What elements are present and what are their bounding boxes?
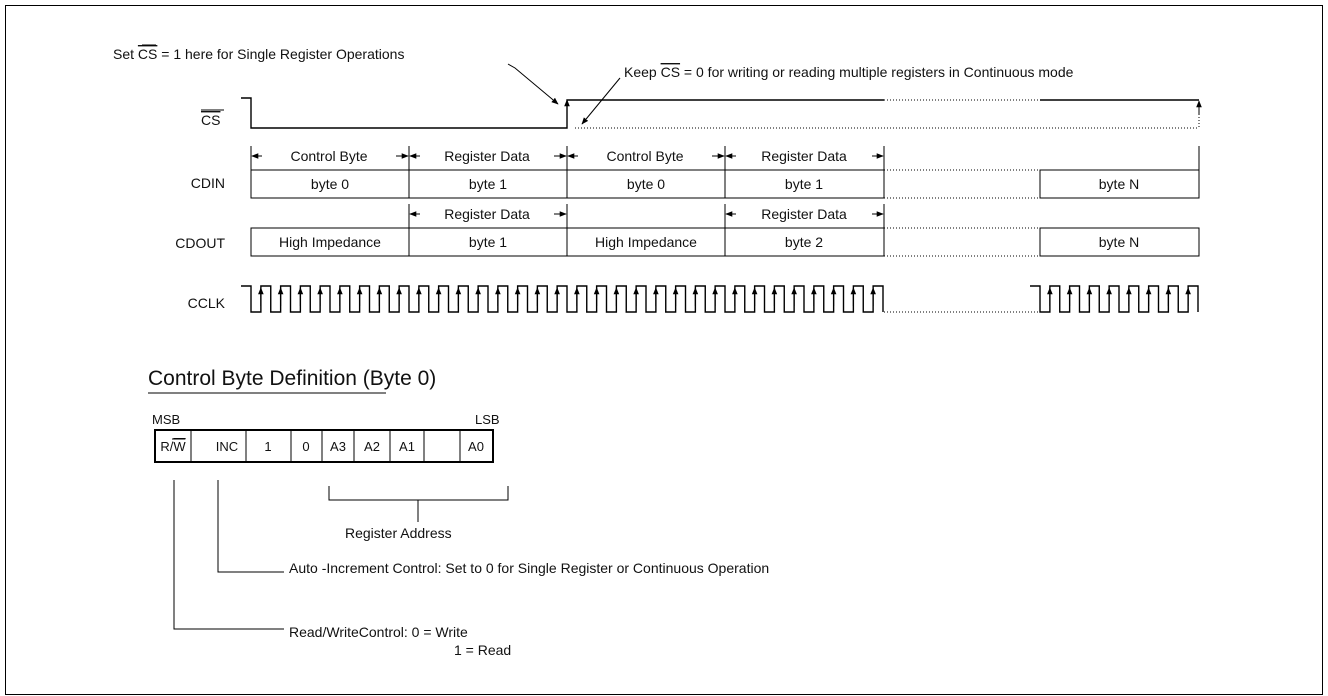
rw-description-line1: Read/WriteControl: 0 = Write bbox=[289, 624, 468, 640]
cclk-waveform bbox=[241, 285, 1199, 313]
cdout-byte-0: High Impedance bbox=[279, 234, 381, 250]
bit-a1: A1 bbox=[399, 439, 415, 454]
cdin-byte-2: byte 0 bbox=[627, 176, 665, 192]
cdin-header-3: Register Data bbox=[761, 148, 847, 164]
bit-a0: A0 bbox=[468, 439, 484, 454]
cdin-header-1: Register Data bbox=[444, 148, 530, 164]
cclk-pulse-train-tail bbox=[1030, 285, 1199, 313]
cdin-byte-1: byte 1 bbox=[469, 176, 507, 192]
inc-leader bbox=[217, 480, 284, 573]
control-byte-title: Control Byte Definition (Byte 0) bbox=[148, 367, 436, 390]
rw-description-line2: 1 = Read bbox=[454, 642, 511, 658]
single-register-note: Set CS = 1 here for Single Register Oper… bbox=[113, 46, 404, 62]
cdin-section-headers: Control Byte Register Data Control Byte … bbox=[250, 146, 1200, 170]
register-address-label: Register Address bbox=[345, 525, 452, 541]
cdout-section-headers: Register Data Register Data bbox=[408, 204, 885, 228]
register-address-bracket bbox=[328, 486, 509, 522]
bit-5: 0 bbox=[302, 439, 309, 454]
cdout-signal-label: CDOUT bbox=[175, 235, 225, 251]
bit-rw: R/W bbox=[160, 439, 186, 454]
inc-description: Auto -Increment Control: Set to 0 for Si… bbox=[289, 560, 769, 576]
cdout-header-1: Register Data bbox=[761, 206, 847, 222]
lsb-label: LSB bbox=[475, 412, 500, 427]
cdin-signal-label: CDIN bbox=[191, 175, 225, 191]
cdin-row: byte 0 byte 1 byte 0 byte 1 byte N bbox=[250, 169, 1200, 199]
single-register-pointer bbox=[507, 63, 559, 105]
bit-a3: A3 bbox=[330, 439, 346, 454]
bit-a2: A2 bbox=[364, 439, 380, 454]
cdin-byte-0: byte 0 bbox=[311, 176, 349, 192]
cdout-byte-3: byte 2 bbox=[785, 234, 823, 250]
cdin-byte-n: byte N bbox=[1099, 176, 1139, 192]
diagram-frame bbox=[5, 5, 1323, 695]
control-byte-register: R/W INC 1 0 A3 A2 A1 A0 bbox=[154, 429, 494, 463]
cdout-header-0: Register Data bbox=[444, 206, 530, 222]
rw-leader bbox=[173, 480, 284, 630]
cdout-byte-2: High Impedance bbox=[595, 234, 697, 250]
cs-waveform bbox=[241, 97, 884, 129]
cclk-pulse-train bbox=[241, 285, 884, 313]
cdout-row: High Impedance byte 1 High Impedance byt… bbox=[250, 227, 1200, 257]
continuous-mode-note: Keep CS = 0 for writing or reading multi… bbox=[624, 64, 1074, 80]
cdin-header-2: Control Byte bbox=[606, 148, 683, 164]
bit-6: 1 bbox=[264, 439, 271, 454]
cs-signal-label: CS bbox=[201, 112, 220, 128]
continuous-mode-pointer bbox=[581, 77, 621, 125]
cdin-byte-3: byte 1 bbox=[785, 176, 823, 192]
cdout-byte-n: byte N bbox=[1099, 234, 1139, 250]
bit-inc: INC bbox=[216, 439, 238, 454]
cdout-byte-1: byte 1 bbox=[469, 234, 507, 250]
msb-label: MSB bbox=[152, 412, 180, 427]
cclk-signal-label: CCLK bbox=[188, 295, 226, 311]
cdin-header-0: Control Byte bbox=[290, 148, 367, 164]
